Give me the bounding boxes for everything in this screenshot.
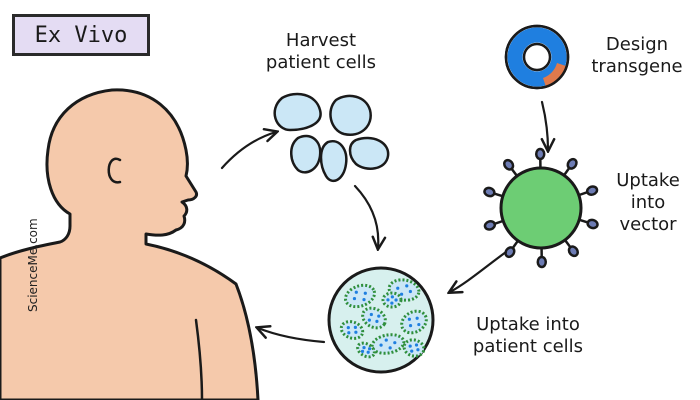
uptake-cells-label-line: Uptake into xyxy=(476,314,580,335)
cell-dot xyxy=(366,350,370,354)
design-label-line: transgene xyxy=(591,56,683,77)
cell-shape xyxy=(273,92,322,132)
vector-label-line: vector xyxy=(619,214,677,235)
modified-cell xyxy=(361,306,387,330)
cell-shape xyxy=(348,136,390,170)
cell-dot xyxy=(363,291,367,295)
arrow-vector-to-dish xyxy=(450,250,508,292)
cell-dot xyxy=(384,338,388,342)
credit-text: ScienceMe.com xyxy=(26,218,40,312)
cell-dot xyxy=(408,324,413,328)
arrow-to-vector xyxy=(542,100,548,150)
arrow-to-harvest xyxy=(220,132,276,170)
cell-dot xyxy=(346,326,350,330)
cell-dot xyxy=(367,347,372,351)
modified-cell xyxy=(402,338,426,358)
arrow-to-dish xyxy=(353,184,378,248)
virus-spike-tip xyxy=(567,245,579,258)
design-label: Design transgene xyxy=(582,34,692,78)
virus-spike-tip xyxy=(504,246,516,259)
modified-cell xyxy=(339,320,365,340)
vector-label-line: Uptake xyxy=(616,170,680,191)
cell-dot xyxy=(386,298,390,302)
petri-dish-icon xyxy=(327,266,435,374)
cell-dot xyxy=(379,343,383,347)
cell-dot xyxy=(360,349,365,353)
cell-dot xyxy=(407,317,411,321)
child-figure xyxy=(0,88,260,400)
cell-shape xyxy=(319,139,348,183)
virus-spike-tip xyxy=(566,157,578,170)
cell-shape xyxy=(329,94,372,137)
cell-dot xyxy=(408,344,412,348)
vector-label-line: into xyxy=(630,192,666,213)
cell-dot xyxy=(362,346,366,350)
title-badge: Ex Vivo xyxy=(12,14,150,56)
cell-dot xyxy=(367,318,371,322)
vector-label: Uptake into vector xyxy=(606,170,690,236)
cell-dot xyxy=(410,349,414,353)
cell-dot xyxy=(415,316,419,320)
virus-spike-tip xyxy=(483,220,497,231)
cell-dot xyxy=(390,295,394,299)
virus-spike-tip xyxy=(586,218,599,230)
harvest-label: Harvest patient cells xyxy=(262,30,380,74)
cell-dot xyxy=(369,312,373,317)
uptake-cells-label-line: patient cells xyxy=(472,336,584,357)
process-arrows xyxy=(220,100,548,344)
cell-dot xyxy=(354,330,358,334)
modified-cell xyxy=(343,283,377,309)
arm-line xyxy=(194,318,204,400)
uptake-cells-label: Uptake into patient cells xyxy=(450,314,606,358)
cell-dot xyxy=(375,319,379,324)
title-text: Ex Vivo xyxy=(34,22,128,48)
cell-dot xyxy=(347,331,351,335)
virus-spike-tip xyxy=(534,147,546,161)
ring-chart-icon xyxy=(504,24,570,90)
cell-dot xyxy=(396,286,400,290)
virus-spike-tip xyxy=(503,158,515,171)
cell-dot xyxy=(354,290,358,294)
cell-dot xyxy=(353,325,357,329)
harvest-label-line: Harvest xyxy=(285,30,357,51)
cell-dot xyxy=(394,298,398,302)
design-label-line: Design xyxy=(605,34,669,55)
cell-dot xyxy=(408,289,412,294)
cell-dot xyxy=(362,298,366,302)
cell-dot xyxy=(400,292,404,296)
cell-dot xyxy=(405,284,409,288)
modified-cell xyxy=(356,341,376,359)
virus-spike-tip xyxy=(536,255,548,269)
cell-dot xyxy=(416,348,420,352)
harvested-cells-icon xyxy=(273,92,390,183)
harvest-label-line: patient cells xyxy=(265,52,377,73)
cell-dot xyxy=(390,301,394,305)
cell-dot xyxy=(417,322,421,327)
modified-cell xyxy=(400,309,428,335)
virus-icon xyxy=(483,147,599,269)
virus-spike-tip xyxy=(483,186,496,198)
modified-cell xyxy=(381,291,403,309)
modified-cell xyxy=(370,333,406,355)
cell-dot xyxy=(377,314,381,318)
arrow-to-child xyxy=(258,328,326,344)
cell-shape xyxy=(290,134,322,174)
cell-dot xyxy=(388,346,392,350)
cell-dot xyxy=(414,343,419,347)
cell-dot xyxy=(393,341,397,345)
ear-icon xyxy=(107,157,122,184)
virus-spike-tip xyxy=(585,185,599,196)
cell-dot xyxy=(352,296,357,301)
